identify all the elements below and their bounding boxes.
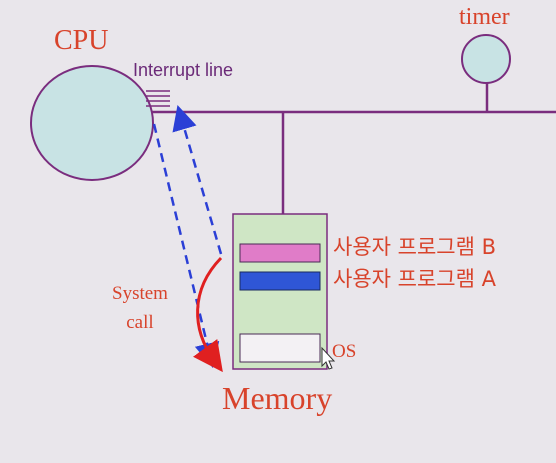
program-b-block bbox=[239, 243, 321, 263]
cpu-node bbox=[30, 65, 154, 181]
program-a-block bbox=[239, 271, 321, 291]
system-call-label-line1: System bbox=[112, 283, 168, 304]
interrupt-line-label: Interrupt line bbox=[133, 60, 234, 80]
os-block bbox=[239, 333, 321, 363]
program-b-label: 사용자 프로그램 B bbox=[333, 235, 496, 259]
system-call-label-line2: call bbox=[126, 311, 154, 333]
timer-node bbox=[461, 34, 511, 84]
mouse-cursor-icon bbox=[321, 346, 336, 370]
memory-label: Memory bbox=[222, 380, 333, 416]
interrupt-to-os-arrow bbox=[152, 123, 220, 369]
cpu-label: CPU bbox=[54, 25, 109, 56]
timer-label: timer bbox=[459, 4, 510, 30]
os-label: OS bbox=[332, 341, 357, 362]
program-a-label: 사용자 프로그램 A bbox=[333, 267, 496, 291]
program-to-cpu-arrow bbox=[172, 105, 223, 255]
interrupt-line-icon bbox=[146, 90, 170, 107]
system-call-arrow bbox=[193, 256, 223, 373]
system-call-label: System call bbox=[112, 280, 168, 337]
